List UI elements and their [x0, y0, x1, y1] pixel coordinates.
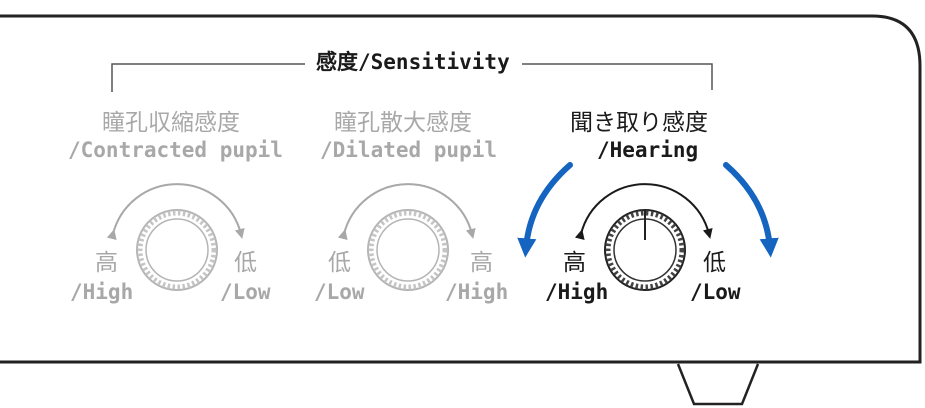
rotate-right-arrow — [723, 162, 779, 258]
sensitivity-title: 感度/Sensitivity — [308, 52, 518, 73]
knob-name-jp: 瞳孔収縮感度 — [102, 110, 240, 136]
knob-name-jp: 瞳孔散大感度 — [334, 110, 472, 136]
knob-left-en: /Low — [314, 280, 365, 304]
knob-name-en: /Dilated pupil — [320, 138, 498, 162]
knob-left-en: /High — [70, 280, 134, 304]
knob-right-jp: 低 — [234, 250, 257, 276]
knob-contracted-pupil — [106, 183, 245, 291]
knob-dilated-pupil — [337, 183, 476, 291]
knob-arc-arrow — [574, 183, 713, 241]
knob-left-jp: 低 — [328, 250, 351, 276]
rotate-left-arrow — [517, 162, 573, 258]
knob-right-en: /Low — [690, 280, 741, 304]
knob-name-en: /Hearing — [597, 138, 699, 162]
knob-right-jp: 低 — [703, 250, 726, 276]
knob-left-jp: 高 — [95, 250, 118, 276]
knob-left-jp: 高 — [563, 250, 586, 276]
knob-hearing — [574, 183, 713, 291]
knob-arc-arrow — [337, 183, 476, 241]
knob-right-en: /Low — [220, 280, 271, 304]
knob-right-jp: 高 — [470, 250, 493, 276]
knob-name-en: /Contracted pupil — [68, 138, 283, 162]
knob-right-en: /High — [445, 280, 509, 304]
sensitivity-bracket — [111, 63, 713, 92]
knob-left-en: /High — [545, 280, 609, 304]
panel-outline — [0, 14, 922, 406]
knob-name-jp: 聞き取り感度 — [570, 110, 708, 136]
knob-arc-arrow — [106, 183, 245, 241]
